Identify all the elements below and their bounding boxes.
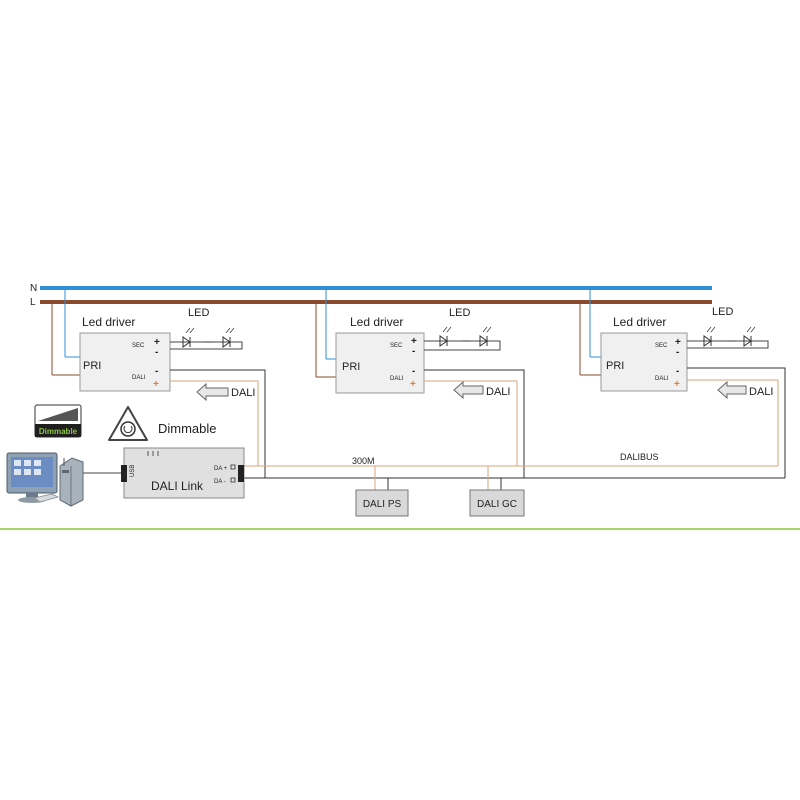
- sec-minus: -: [676, 347, 679, 358]
- dali-arrow-label: DALI: [486, 386, 510, 398]
- driver-title: Led driver: [613, 315, 666, 329]
- dali-arrow-label: DALI: [231, 387, 255, 399]
- led-label: LED: [449, 307, 470, 319]
- dimmable-badge-text: Dimmable: [39, 427, 78, 436]
- driver-3: Led driver PRI SEC DALI + - - + LED DALI: [579, 290, 786, 478]
- dali-link-title: DALI Link: [151, 479, 204, 493]
- dimmer-knob-icon: [108, 406, 148, 441]
- sec-plus: +: [154, 337, 160, 348]
- driver-title: Led driver: [82, 315, 135, 329]
- dali-ps-label: DALI PS: [363, 499, 402, 510]
- dali-label: DALI: [132, 375, 146, 381]
- dali-plus: +: [674, 379, 680, 390]
- dali-arrow-icon: [196, 382, 229, 402]
- led-output-wire: [170, 341, 243, 350]
- dali-link-device: USB DALI Link DA + DA -: [121, 447, 245, 499]
- rail-l-label: L: [30, 297, 36, 308]
- dali-plus-wire: [170, 380, 259, 466]
- dimmable-badge: Dimmable: [34, 404, 82, 438]
- dali-label: DALI: [390, 376, 404, 382]
- led-output-wire: [424, 340, 501, 351]
- rail-n-label: N: [30, 283, 37, 294]
- led-diode-icon: [439, 326, 452, 347]
- dali-plus: +: [153, 379, 159, 390]
- sec-minus: -: [412, 346, 415, 357]
- dali-plus-wire: [687, 379, 779, 466]
- driver-box: [79, 332, 171, 392]
- sec-label: SEC: [132, 343, 145, 349]
- bus-label: DALIBUS: [620, 452, 659, 462]
- driver-title: Led driver: [350, 315, 403, 329]
- dali-gc-label: DALI GC: [477, 499, 517, 510]
- sec-plus: +: [675, 337, 681, 348]
- driver-2: Led driver PRI SEC DALI + - - + LED DALI: [315, 290, 525, 478]
- led-diode-icon: [479, 326, 492, 347]
- driver-1: Led driver PRI SEC DALI + - - + LED DALI: [51, 290, 266, 479]
- driver-box: [335, 332, 425, 394]
- sec-minus: -: [155, 347, 158, 358]
- dali-minus: -: [155, 366, 158, 377]
- led-diode-icon: [703, 326, 716, 347]
- dali-ps-module: [355, 489, 409, 517]
- dali-arrow-icon: [453, 380, 484, 400]
- usb-label: USB: [130, 465, 136, 477]
- computer-icon: [6, 452, 84, 507]
- dimmable-label: Dimmable: [158, 421, 217, 436]
- sec-label: SEC: [390, 343, 403, 349]
- dali-minus: -: [412, 366, 415, 377]
- led-diode-icon: [222, 327, 235, 348]
- dali-arrow-icon: [717, 380, 747, 400]
- dali-plus: +: [410, 379, 416, 390]
- dali-plus-wire: [424, 380, 518, 466]
- led-diode-icon: [182, 327, 195, 348]
- dali-label: DALI: [655, 376, 669, 382]
- dali-minus-wire: [687, 367, 786, 478]
- dali-minus-wire: [424, 369, 525, 478]
- led-label: LED: [712, 306, 733, 318]
- pri-label: PRI: [83, 360, 101, 372]
- driver-box: [600, 332, 688, 392]
- da-plus-label: DA +: [214, 466, 228, 472]
- led-output-wire: [687, 340, 769, 349]
- pri-label: PRI: [606, 360, 624, 372]
- pri-label: PRI: [342, 361, 360, 373]
- dali-minus: -: [676, 366, 679, 377]
- sec-label: SEC: [655, 343, 668, 349]
- sec-plus: +: [411, 336, 417, 347]
- led-diode-icon: [743, 326, 756, 347]
- dali-gc-module: [469, 489, 525, 517]
- led-label: LED: [188, 307, 209, 319]
- bus-distance-label: 300M: [352, 456, 375, 466]
- da-minus-label: DA -: [214, 479, 226, 485]
- dali-arrow-label: DALI: [749, 386, 773, 398]
